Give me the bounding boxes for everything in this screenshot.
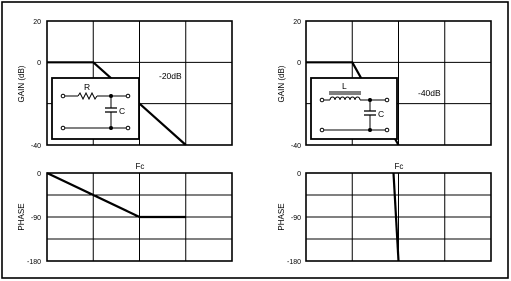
- resistor-zigzag-icon: [77, 91, 98, 101]
- lc-shunt-label: C: [378, 109, 384, 119]
- rc-series-label: R: [84, 82, 90, 92]
- lc-phase-tick-mid: -90: [291, 215, 301, 222]
- rc-gain-tick-bottom: -40: [31, 143, 41, 150]
- rc-gain-ylabel: GAIN (dB): [17, 65, 26, 102]
- rc-phase-tick-bottom: -180: [27, 259, 41, 266]
- rc-output-terminal-bottom: [125, 125, 131, 131]
- rc-phase-panel: PHASE 0 -90 -180 Fc: [17, 162, 233, 266]
- lc-input-terminal-bottom: [319, 127, 325, 133]
- lc-gain-ylabel: GAIN (dB): [277, 65, 286, 102]
- lc-fc-label: Fc: [395, 162, 404, 171]
- lc-gain-tick-zero: 0: [297, 60, 301, 67]
- rc-phase-frame: [46, 172, 233, 262]
- lc-series-label: L: [342, 81, 347, 91]
- rc-phase-tick-zero: 0: [37, 171, 41, 178]
- lc-phase-ylabel: PHASE: [277, 203, 286, 230]
- lc-gain-slope-label: -40dB: [418, 88, 441, 98]
- rc-shunt-label: C: [119, 106, 125, 116]
- lc-gain-panel: GAIN (dB) 20 0 -40 -40dB L: [277, 19, 492, 150]
- lc-phase-tick-zero: 0: [297, 171, 301, 178]
- rc-gain-slope-label: -20dB: [159, 71, 182, 81]
- lc-gain-tick-bottom: -40: [291, 143, 301, 150]
- rc-phase-tick-mid: -90: [31, 215, 41, 222]
- rc-input-terminal-top: [60, 93, 66, 99]
- lc-output-terminal-bottom: [384, 127, 390, 133]
- rc-gain-curve: [47, 61, 187, 146]
- rc-schematic: R C: [51, 77, 140, 140]
- lc-phase-grid: [306, 173, 491, 261]
- rc-output-terminal-top: [125, 93, 131, 99]
- lc-schematic-box: [310, 77, 398, 140]
- lc-gain-tick-top: 20: [293, 19, 301, 26]
- rc-gain-tick-zero: 0: [37, 60, 41, 67]
- lc-output-terminal-top: [384, 97, 390, 103]
- rc-gain-tick-top: 20: [33, 19, 41, 26]
- lc-phase-curve: [392, 172, 400, 262]
- lc-phase-tick-bottom: -180: [287, 259, 301, 266]
- rc-input-terminal-bottom: [60, 125, 66, 131]
- rc-gain-frame: [46, 20, 233, 146]
- lc-input-terminal-top: [319, 97, 325, 103]
- rc-schematic-box: [51, 77, 140, 140]
- lc-schematic: L C: [310, 77, 398, 140]
- rc-phase-curve: [46, 172, 186, 219]
- lc-phase-panel: PHASE 0 -90 -180 Fc: [277, 162, 492, 266]
- rc-fc-label: Fc: [136, 162, 145, 171]
- inductor-coil-icon: [329, 96, 361, 101]
- rc-gain-panel: GAIN (dB) 20 0 -40 -20dB R C: [17, 19, 233, 150]
- rc-phase-ylabel: PHASE: [17, 203, 26, 230]
